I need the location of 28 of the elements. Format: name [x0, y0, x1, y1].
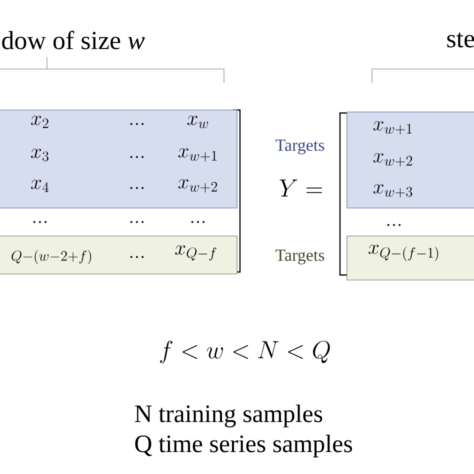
- matrix-entry: $...$: [130, 187, 144, 189]
- matrix-entry: $x_{4}$: [31, 180, 49, 192]
- targets-label: Targets: [276, 140, 324, 154]
- matrix-entry: $x_{w+1}$: [373, 121, 412, 135]
- matrix-entry: $x_{2}$: [31, 116, 48, 128]
- ellipsis: $...$: [191, 221, 205, 223]
- note-text: Q time series samples: [135, 434, 352, 458]
- note-text: N training samples: [134, 404, 322, 428]
- matrix-entry: $x_{w+2}$: [178, 179, 218, 193]
- ellipsis: $...$: [33, 221, 47, 223]
- ellipsis: $...$: [130, 221, 144, 223]
- matrix-entry: $x_{3}$: [31, 148, 48, 162]
- matrix-symbol: $Y =$: [280, 180, 322, 196]
- matrix-entry: $x_{w+2}$: [373, 153, 412, 167]
- matrix-entry: $...$: [130, 156, 144, 158]
- inequality-formula: $f < w < N < Q$: [160, 340, 330, 364]
- matrix-entry: $x_{w}$: [187, 116, 208, 128]
- heading-text: ste: [447, 32, 474, 48]
- matrix-entry: $x_{w+3}$: [373, 184, 412, 198]
- matrix-entry: $x_{Q-f}$: [175, 245, 216, 261]
- heading-text: dow of size w: [2, 30, 145, 50]
- matrix-entry: $x_{Q-(f-1)}$: [368, 244, 438, 262]
- matrix-entry: $_{Q-(w-2+f)}$: [12, 250, 92, 264]
- matrix-entry: $...$: [130, 256, 144, 258]
- targets-label: Targets: [276, 250, 324, 264]
- ellipsis: $...$: [387, 224, 401, 226]
- matrix-entry: $x_{w+1}$: [178, 148, 217, 162]
- matrix-entry: $...$: [130, 123, 144, 125]
